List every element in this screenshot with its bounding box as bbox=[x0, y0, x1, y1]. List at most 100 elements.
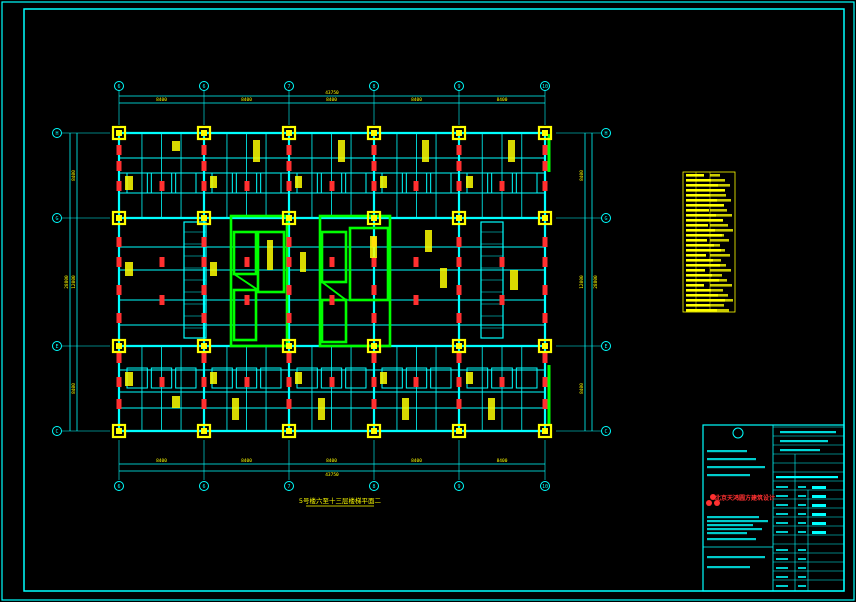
grid-bottom-label: 10 bbox=[542, 484, 548, 490]
rebar-mark bbox=[201, 377, 207, 387]
grid-bottom-bubble bbox=[199, 481, 209, 491]
room-box bbox=[405, 367, 428, 389]
rebar-label-block bbox=[210, 372, 217, 384]
signature-mark bbox=[812, 504, 826, 507]
dim-bottom: 8400 bbox=[241, 458, 252, 464]
column bbox=[196, 210, 212, 226]
table-row-fill bbox=[686, 194, 710, 197]
rebar-mark bbox=[371, 161, 377, 171]
rebar-mark bbox=[456, 237, 462, 247]
rebar-label-block bbox=[210, 176, 217, 188]
rebar-mark bbox=[413, 181, 419, 191]
title-block-text-line bbox=[776, 513, 788, 515]
title-block-text-line bbox=[707, 538, 756, 541]
title-block-text-line bbox=[707, 566, 750, 569]
rebar-mark bbox=[371, 145, 377, 155]
table-row-fill bbox=[686, 224, 708, 227]
title-block: 北京天鸿圆方建筑设计 bbox=[702, 424, 845, 592]
rebar-mark bbox=[116, 181, 122, 191]
rebar-mark bbox=[244, 181, 250, 191]
rebar-label-block bbox=[300, 252, 306, 272]
rebar-mark bbox=[201, 257, 207, 267]
grid-right-label: E bbox=[604, 344, 607, 350]
rebar-mark bbox=[456, 377, 462, 387]
rebar-label-block bbox=[425, 230, 432, 252]
column bbox=[111, 125, 127, 141]
table-outline bbox=[682, 171, 736, 313]
rebar-label-block bbox=[380, 176, 387, 188]
rebar-mark bbox=[456, 285, 462, 295]
grid-top-bubble bbox=[454, 81, 464, 91]
rebar-label-block bbox=[466, 176, 473, 188]
column-core bbox=[201, 428, 207, 434]
column-core bbox=[456, 343, 462, 349]
rebar-label-block bbox=[295, 176, 302, 188]
table-row-fill bbox=[710, 219, 723, 222]
stair-room bbox=[320, 230, 348, 284]
column bbox=[111, 423, 127, 439]
table-row-fill bbox=[686, 199, 717, 202]
rebar-mark bbox=[499, 181, 505, 191]
rebar-mark bbox=[371, 257, 377, 267]
rebar-mark bbox=[201, 161, 207, 171]
title-block-text-line bbox=[798, 495, 806, 497]
column-core bbox=[201, 215, 207, 221]
rebar-mark bbox=[286, 313, 292, 323]
rebar-label-block bbox=[466, 372, 473, 384]
column-core bbox=[456, 130, 462, 136]
grid-right-bubble bbox=[601, 426, 611, 436]
table-row-fill bbox=[710, 199, 731, 202]
grid-bottom-bubble bbox=[454, 481, 464, 491]
grid-left-bubble bbox=[52, 213, 62, 223]
column bbox=[111, 338, 127, 354]
grid-bottom-label: 8 bbox=[372, 484, 375, 490]
table-row-fill bbox=[710, 309, 729, 312]
column-core bbox=[201, 130, 207, 136]
rebar-label-block bbox=[422, 140, 429, 162]
grid-left-label: G bbox=[55, 216, 58, 222]
title-block-text-line bbox=[707, 466, 765, 469]
rebar-mark bbox=[286, 399, 292, 409]
table-row-fill bbox=[686, 264, 720, 267]
room-box bbox=[320, 172, 343, 194]
table-row-fill bbox=[710, 304, 724, 307]
room-box bbox=[235, 367, 258, 389]
title-block-text-line bbox=[780, 440, 828, 443]
title-block-text-line bbox=[776, 558, 788, 560]
rebar-mark bbox=[542, 377, 548, 387]
column-core bbox=[116, 343, 122, 349]
column-core bbox=[286, 428, 292, 434]
table-row-fill bbox=[686, 234, 722, 237]
grid-left-bubble bbox=[52, 128, 62, 138]
grid-right-label: G bbox=[604, 216, 607, 222]
title-block-text-line bbox=[776, 549, 788, 551]
rebar-mark bbox=[542, 161, 548, 171]
rebar-mark bbox=[201, 313, 207, 323]
grid-top-bubble bbox=[540, 81, 550, 91]
dim-bottom-total: 43750 bbox=[325, 472, 339, 478]
column-core bbox=[286, 215, 292, 221]
table-row-fill bbox=[686, 259, 713, 262]
rebar-mark bbox=[159, 257, 165, 267]
rebar-label-block bbox=[370, 236, 377, 258]
column-core bbox=[371, 130, 377, 136]
signature-mark bbox=[812, 531, 826, 534]
dim-right: 8400 bbox=[579, 170, 585, 181]
grid-top-label: 9 bbox=[457, 84, 460, 90]
table-row-fill bbox=[710, 184, 730, 187]
rebar-mark bbox=[371, 181, 377, 191]
grid-top-bubble bbox=[114, 81, 124, 91]
table-row-fill bbox=[710, 234, 724, 237]
rebar-mark bbox=[244, 295, 250, 305]
grid-left-label: E bbox=[55, 344, 58, 350]
room-box bbox=[405, 172, 428, 194]
column-core bbox=[371, 215, 377, 221]
stair-room bbox=[256, 230, 286, 294]
table-row-fill bbox=[686, 239, 707, 242]
column bbox=[451, 338, 467, 354]
dim-right-total: 28800 bbox=[593, 275, 599, 289]
grid-top-label: 6 bbox=[117, 84, 120, 90]
column bbox=[366, 125, 382, 141]
rebar-mark bbox=[542, 145, 548, 155]
grid-bottom-label: 9 bbox=[457, 484, 460, 490]
